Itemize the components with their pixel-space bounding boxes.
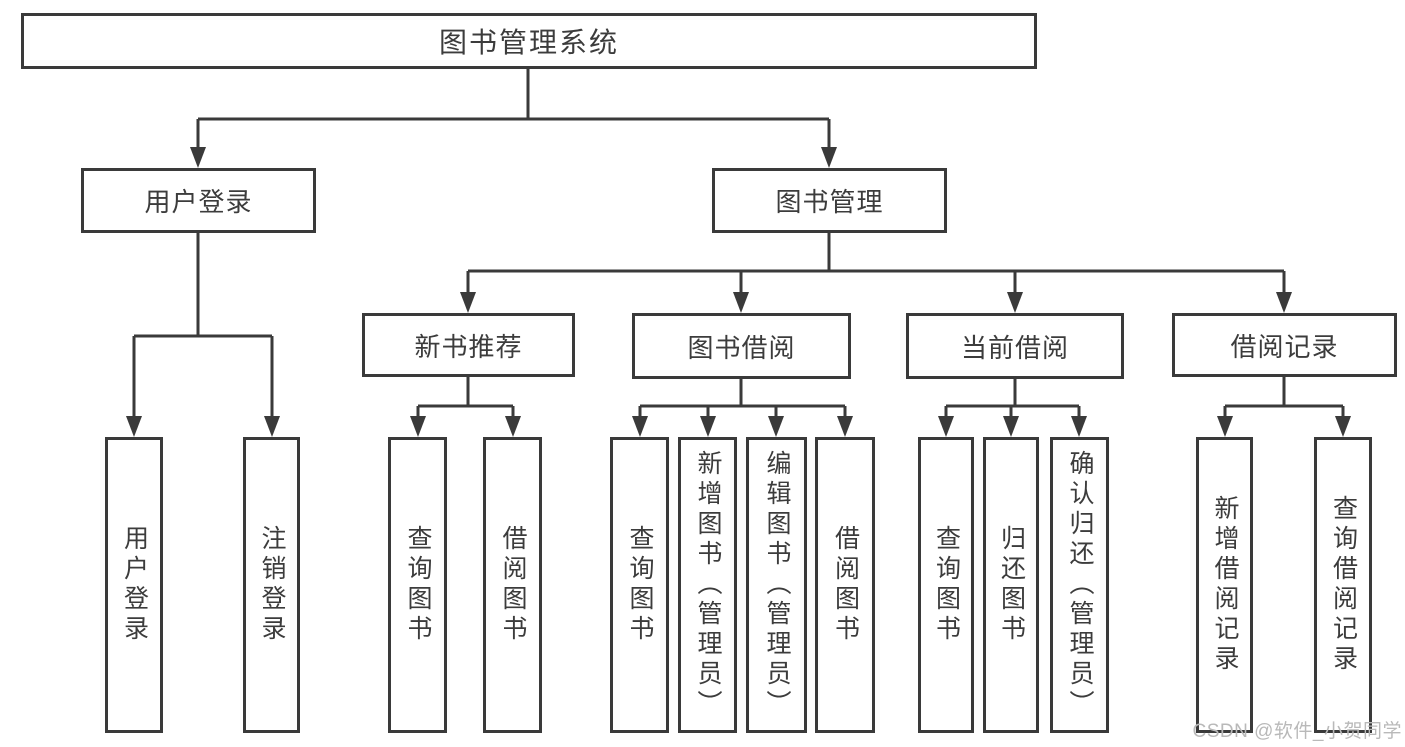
node-label: 图书借阅	[687, 332, 796, 363]
node-label: 归还图书	[997, 525, 1026, 645]
node-label: 确认归还（管理员）	[1066, 450, 1094, 720]
node-user-login: 用户登录	[81, 168, 316, 233]
node-label: 注销登录	[258, 525, 286, 645]
node-book-management: 图书管理	[712, 168, 947, 233]
node-book-borrowing: 图书借阅	[632, 313, 851, 379]
node-label: 编辑图书（管理员）	[763, 450, 791, 720]
leaf-confirm-return-admin: 确认归还（管理员）	[1050, 437, 1109, 733]
node-current-borrowing: 当前借阅	[906, 313, 1124, 379]
node-label: 新增借阅记录	[1211, 495, 1239, 675]
leaf-add-book-admin: 新增图书（管理员）	[678, 437, 737, 733]
leaf-edit-book-admin: 编辑图书（管理员）	[746, 437, 807, 733]
leaf-query-books-borrowing: 查询图书	[610, 437, 669, 733]
leaf-query-books-recommend: 查询图书	[388, 437, 447, 733]
node-label: 查询图书	[404, 525, 432, 645]
node-label: 查询借阅记录	[1329, 495, 1358, 675]
node-label: 用户登录	[144, 187, 253, 217]
node-label: 新书推荐	[414, 331, 523, 362]
leaf-borrow-books-borrowing: 借阅图书	[815, 437, 875, 733]
node-label: 图书管理系统	[438, 27, 619, 58]
node-label: 新增图书（管理员）	[694, 450, 722, 720]
node-label: 借阅记录	[1230, 331, 1339, 362]
csdn-watermark: CSDN @软件_小贺同学	[1192, 721, 1402, 742]
node-label: 借阅图书	[831, 525, 860, 645]
node-label: 借阅图书	[499, 525, 527, 645]
node-label: 查询图书	[932, 525, 961, 645]
node-label: 图书管理	[775, 187, 884, 217]
leaf-query-borrow-record: 查询借阅记录	[1314, 437, 1372, 733]
leaf-query-books-current: 查询图书	[918, 437, 974, 733]
leaf-user-login: 用户登录	[105, 437, 163, 733]
node-new-book-recommendation: 新书推荐	[362, 313, 575, 377]
node-label: 查询图书	[626, 525, 654, 645]
leaf-borrow-books-recommend: 借阅图书	[483, 437, 542, 733]
node-borrowing-records: 借阅记录	[1172, 313, 1397, 377]
node-label: 当前借阅	[960, 332, 1069, 363]
leaf-logout: 注销登录	[243, 437, 300, 733]
leaf-return-books: 归还图书	[983, 437, 1039, 733]
node-root-system: 图书管理系统	[21, 13, 1037, 69]
node-label: 用户登录	[120, 525, 149, 645]
leaf-add-borrow-record: 新增借阅记录	[1196, 437, 1253, 733]
